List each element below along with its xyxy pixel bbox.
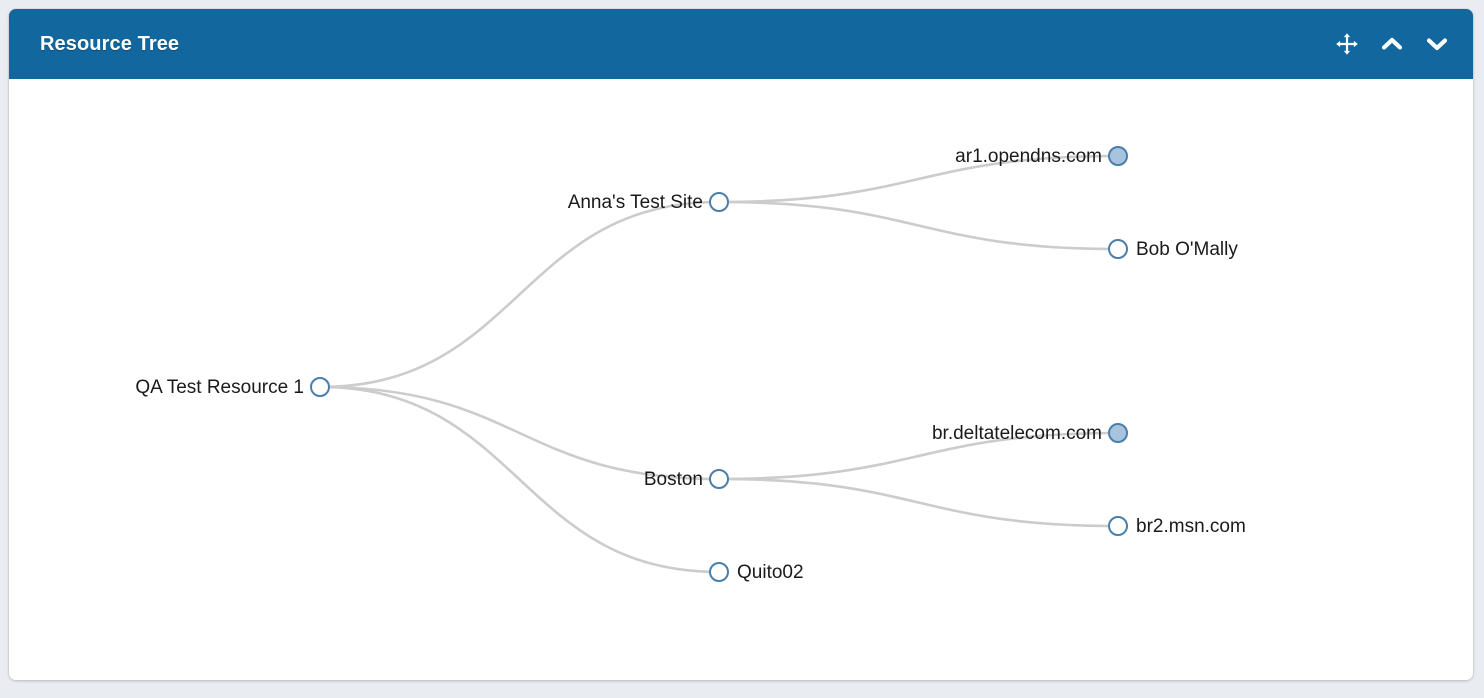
node-circle-open-icon[interactable] xyxy=(709,192,729,212)
header-tools xyxy=(1333,30,1451,58)
tree-node-qa-test-resource-1[interactable]: QA Test Resource 1 xyxy=(135,377,330,398)
node-circle-collapsed-icon[interactable] xyxy=(1108,423,1128,443)
tree-node-annas-test-site[interactable]: Anna's Test Site xyxy=(568,192,729,213)
node-circle-open-icon[interactable] xyxy=(1108,239,1128,259)
resource-tree-graph[interactable]: QA Test Resource 1 Anna's Test Site ar1.op… xyxy=(9,79,1473,680)
tree-link xyxy=(318,385,721,481)
chevron-up-icon[interactable] xyxy=(1378,30,1406,58)
move-icon[interactable] xyxy=(1333,30,1361,58)
node-circle-open-icon[interactable] xyxy=(1108,516,1128,536)
tree-link xyxy=(717,431,1120,481)
tree-node-boston[interactable]: Boston xyxy=(644,469,729,490)
node-circle-open-icon[interactable] xyxy=(709,562,729,582)
tree-node-label: Anna's Test Site xyxy=(568,192,703,213)
tree-node-label: Bob O'Mally xyxy=(1136,239,1238,260)
node-circle-open-icon[interactable] xyxy=(709,469,729,489)
tree-node-ar1-opendns-com[interactable]: ar1.opendns.com xyxy=(955,146,1128,167)
tree-link xyxy=(318,200,721,389)
tree-node-label: br.deltatelecom.com xyxy=(932,423,1102,444)
tree-node-label: Boston xyxy=(644,469,703,490)
resource-tree-panel: Resource Tree xyxy=(9,9,1473,680)
tree-link xyxy=(717,154,1120,204)
tree-node-label: QA Test Resource 1 xyxy=(135,377,304,398)
node-circle-open-icon[interactable] xyxy=(310,377,330,397)
tree-canvas[interactable]: QA Test Resource 1 Anna's Test Site ar1.op… xyxy=(9,79,1473,680)
tree-links xyxy=(318,154,1120,574)
tree-node-quito02[interactable]: Quito02 xyxy=(709,562,804,583)
tree-link xyxy=(318,385,721,574)
tree-link xyxy=(717,477,1120,528)
tree-link xyxy=(717,200,1120,251)
tree-node-label: ar1.opendns.com xyxy=(955,146,1102,167)
tree-nodes[interactable]: QA Test Resource 1 Anna's Test Site ar1.op… xyxy=(135,146,1246,583)
page-title: Resource Tree xyxy=(40,32,180,55)
tree-node-bob-omally[interactable]: Bob O'Mally xyxy=(1108,239,1238,260)
tree-node-label: Quito02 xyxy=(737,562,804,583)
tree-node-br2-msn-com[interactable]: br2.msn.com xyxy=(1108,516,1246,537)
panel-header: Resource Tree xyxy=(9,9,1473,79)
node-circle-collapsed-icon[interactable] xyxy=(1108,146,1128,166)
tree-node-label: br2.msn.com xyxy=(1136,516,1246,537)
tree-node-br-deltatelecom-com[interactable]: br.deltatelecom.com xyxy=(932,423,1128,444)
chevron-down-icon[interactable] xyxy=(1423,30,1451,58)
